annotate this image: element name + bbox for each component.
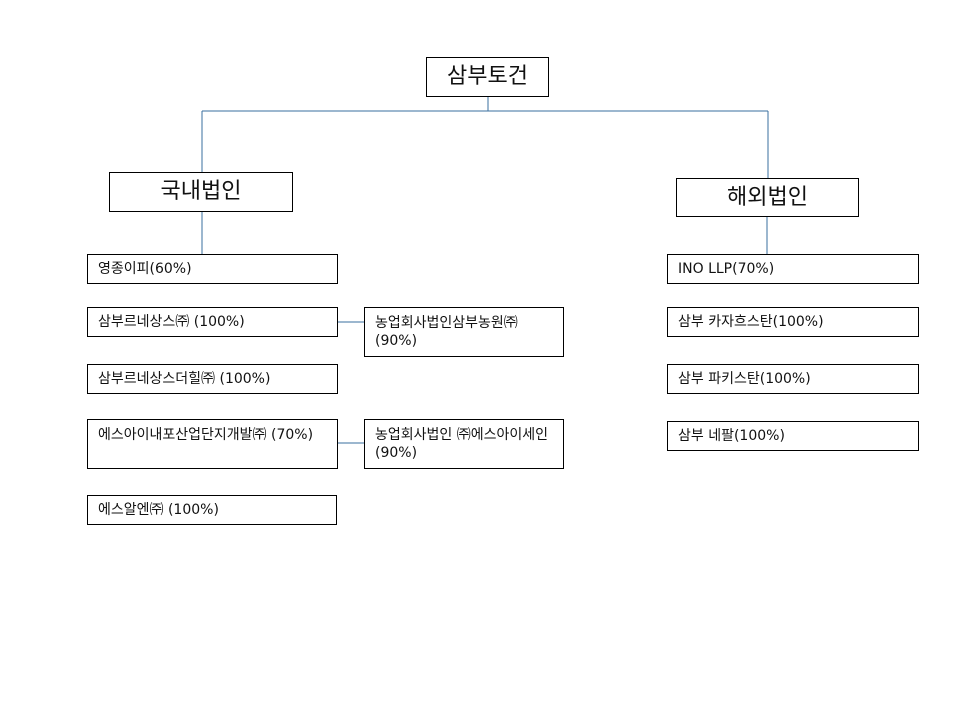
root-label: 삼부토건 <box>447 64 528 89</box>
domestic-entity-1: 영종이피(60%) <box>87 254 338 284</box>
overseas-entity-4: 삼부 네팔(100%) <box>667 421 919 451</box>
entity-label: 삼부르네상스㈜ (100%) <box>98 314 245 330</box>
entity-label: 에스아이내포산업단지개발㈜ (70%) <box>98 427 314 443</box>
overseas-entity-1: INO LLP(70%) <box>667 254 919 284</box>
subsidiary-label: 농업회사법인 ㈜에스아이세인 (90%) <box>375 427 549 461</box>
entity-label: 에스알엔㈜ (100%) <box>98 502 219 518</box>
entity-label: 삼부 파키스탄(100%) <box>678 371 811 387</box>
entity-label: 영종이피(60%) <box>98 261 192 277</box>
domestic-entity-5: 에스알엔㈜ (100%) <box>87 495 337 525</box>
overseas-category-node: 해외법인 <box>676 178 859 217</box>
entity-label: 삼부 네팔(100%) <box>678 428 785 444</box>
overseas-entity-3: 삼부 파키스탄(100%) <box>667 364 919 394</box>
entity-label: 삼부 카자흐스탄(100%) <box>678 314 824 330</box>
root-node: 삼부토건 <box>426 57 549 97</box>
domestic-category-node: 국내법인 <box>109 172 293 212</box>
domestic-entity-3: 삼부르네상스더힐㈜ (100%) <box>87 364 338 394</box>
domestic-subsidiary-2: 농업회사법인 ㈜에스아이세인 (90%) <box>364 419 564 469</box>
entity-label: 삼부르네상스더힐㈜ (100%) <box>98 371 271 387</box>
domestic-category-label: 국내법인 <box>160 179 242 204</box>
domestic-entity-2: 삼부르네상스㈜ (100%) <box>87 307 338 337</box>
domestic-entity-4: 에스아이내포산업단지개발㈜ (70%) <box>87 419 338 469</box>
overseas-entity-2: 삼부 카자흐스탄(100%) <box>667 307 919 337</box>
entity-label: INO LLP(70%) <box>678 261 775 277</box>
domestic-subsidiary-1: 농업회사법인삼부농원㈜ (90%) <box>364 307 564 357</box>
overseas-category-label: 해외법인 <box>727 184 808 210</box>
subsidiary-label: 농업회사법인삼부농원㈜ (90%) <box>375 315 518 349</box>
